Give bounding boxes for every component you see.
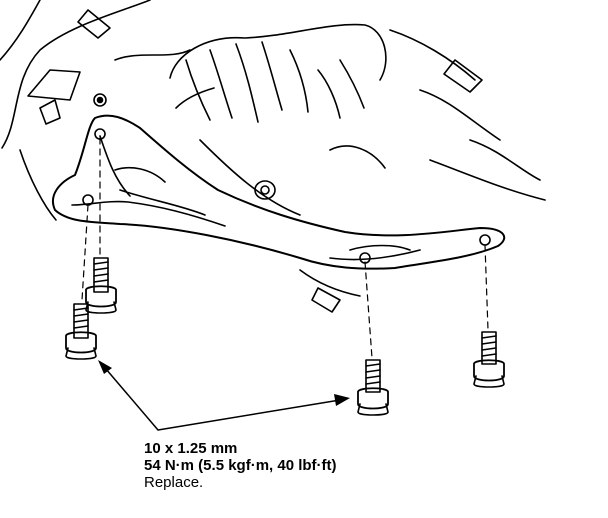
vehicle-body	[0, 0, 191, 221]
subframe-bolt-4	[473, 331, 505, 388]
subframe-bolt-3	[357, 359, 389, 416]
subframe-bolt-1	[85, 257, 117, 314]
front-subframe	[52, 114, 506, 313]
rack-boot	[169, 23, 546, 216]
bolt-size-label: 10 x 1.25 mm	[144, 440, 238, 457]
callout-leader	[99, 361, 341, 431]
torque-callout: 10 x 1.25 mm 54 N·m (5.5 kgf·m, 40 lbf·f…	[144, 440, 337, 491]
replace-note: Replace.	[144, 474, 204, 491]
subframe-bolt-2	[65, 303, 97, 360]
leader-arrowheads	[98, 360, 350, 406]
arrowhead-left	[98, 360, 112, 374]
torque-spec-label: 54 N·m (5.5 kgf·m, 40 lbf·ft)	[144, 457, 337, 474]
arrowhead-right	[334, 394, 350, 406]
alignment-lines	[81, 137, 489, 359]
